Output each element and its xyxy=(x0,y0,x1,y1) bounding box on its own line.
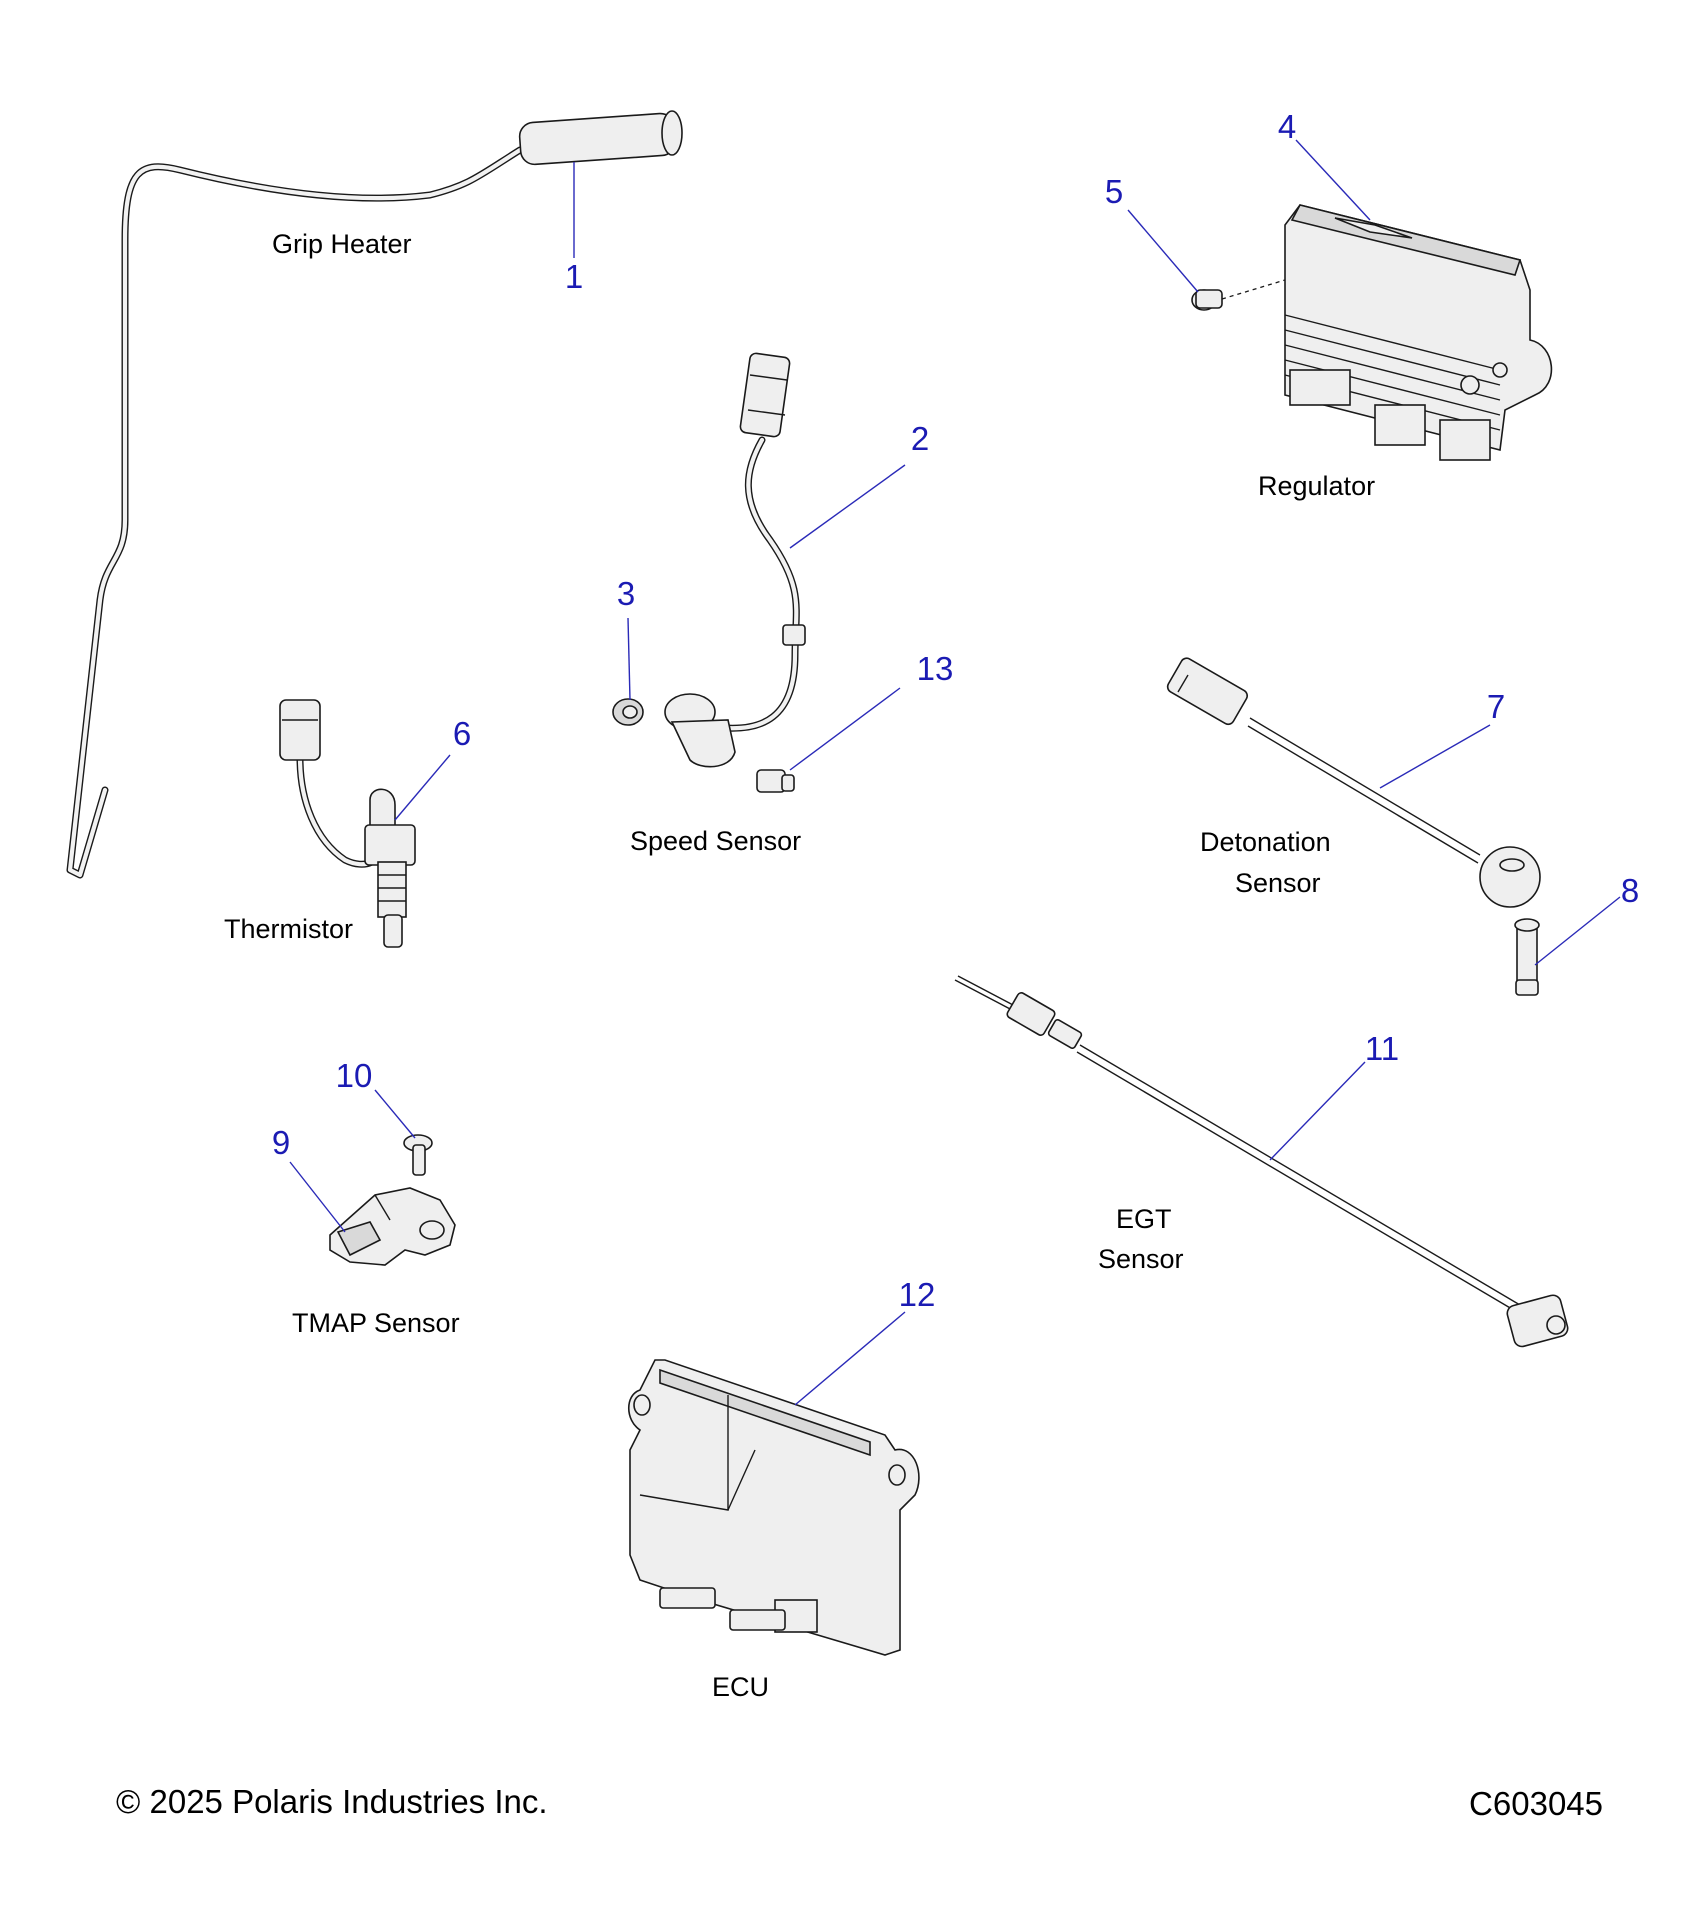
callout-7: 7 xyxy=(1487,688,1505,725)
egt-sensor-part xyxy=(954,975,1569,1348)
callout-1: 1 xyxy=(565,258,583,295)
callout-8: 8 xyxy=(1621,872,1639,909)
leader-10 xyxy=(374,1089,416,1139)
ecu-label: ECU xyxy=(712,1672,769,1702)
callout-9: 9 xyxy=(272,1124,290,1161)
copyright-text: © 2025 Polaris Industries Inc. xyxy=(116,1783,548,1820)
leader-5 xyxy=(1127,209,1199,293)
egt-sensor-label-line2: Sensor xyxy=(1098,1244,1184,1274)
speed-sensor-label: Speed Sensor xyxy=(630,826,801,856)
regulator-bolt xyxy=(1191,289,1223,311)
figure-id: C603045 xyxy=(1469,1785,1603,1822)
leader-4 xyxy=(1295,139,1371,221)
tmap-sensor-label: TMAP Sensor xyxy=(292,1308,460,1338)
callout-4: 4 xyxy=(1278,108,1296,145)
callout-6: 6 xyxy=(453,715,471,752)
detonation-sensor-part xyxy=(1166,657,1541,908)
leader-9 xyxy=(289,1161,346,1233)
callout-5: 5 xyxy=(1105,173,1123,210)
leader-11 xyxy=(1269,1061,1366,1161)
tmap-sensor-screw xyxy=(403,1134,433,1176)
callout-3: 3 xyxy=(617,575,635,612)
callout-13: 13 xyxy=(917,650,954,687)
leader-8 xyxy=(1534,896,1621,966)
leader-2 xyxy=(789,464,906,549)
detonation-sensor-label-line2: Sensor xyxy=(1235,868,1321,898)
regulator-part xyxy=(1284,204,1553,461)
grip-heater-label: Grip Heater xyxy=(272,229,412,259)
thermistor-part xyxy=(279,699,416,948)
callout-12: 12 xyxy=(899,1276,936,1313)
grip-heater-part xyxy=(66,110,683,879)
speed-sensor-washer xyxy=(612,698,644,726)
leader-6 xyxy=(394,754,451,821)
leader-12 xyxy=(794,1311,906,1406)
tmap-sensor-part xyxy=(329,1187,456,1266)
callout-11: 11 xyxy=(1365,1030,1399,1067)
speed-sensor-part xyxy=(664,352,806,768)
egt-sensor-label-line1: EGT xyxy=(1116,1204,1172,1234)
ecu-part xyxy=(627,1359,920,1656)
callout-2: 2 xyxy=(911,420,929,457)
callout-10: 10 xyxy=(336,1057,373,1094)
regulator-label: Regulator xyxy=(1258,471,1375,501)
speed-sensor-bolt xyxy=(756,769,795,793)
detonation-sensor-bolt xyxy=(1514,918,1540,996)
thermistor-label: Thermistor xyxy=(224,914,353,944)
detonation-sensor-label-line1: Detonation xyxy=(1200,827,1331,857)
leader-13 xyxy=(789,687,901,771)
leader-7 xyxy=(1379,724,1491,789)
leader-3 xyxy=(627,617,631,701)
